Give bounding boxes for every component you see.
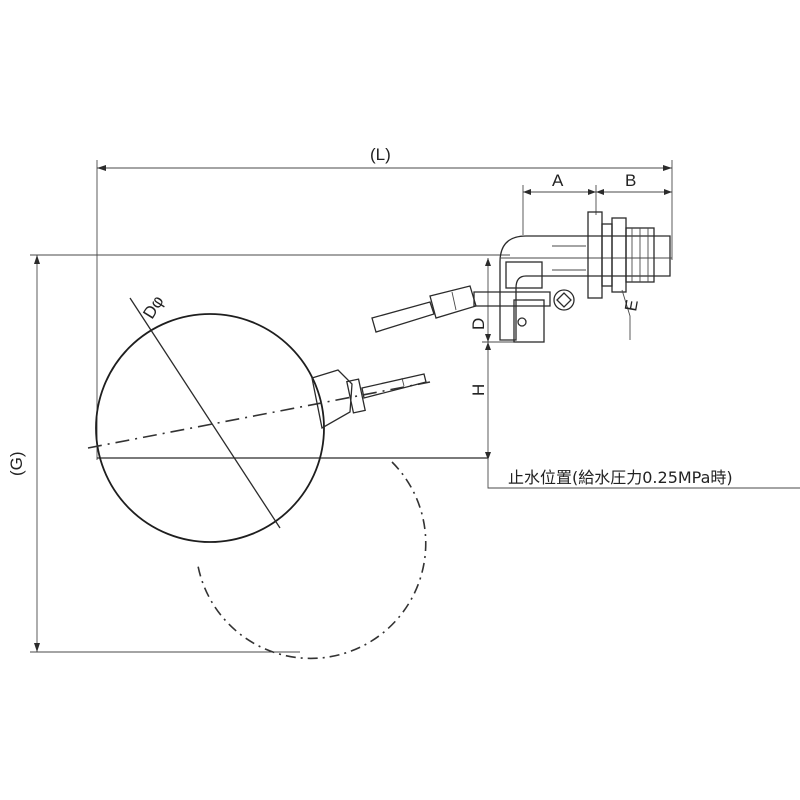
pivot-pin-inner — [556, 292, 572, 308]
pivot-pin-outer — [553, 289, 575, 311]
dimension-e: E — [621, 289, 642, 340]
arrow-head — [588, 189, 596, 195]
arrow-head — [664, 189, 672, 195]
float-ball-lowered-outline — [197, 461, 427, 660]
lever-sleeve-mark — [451, 291, 457, 311]
ball-mount — [311, 369, 427, 430]
shutoff-note: 止水位置(給水圧力0.25MPa時) — [508, 468, 733, 487]
valve-body-outline — [499, 235, 671, 341]
arrow-head — [485, 342, 491, 350]
valve-piston-housing — [513, 299, 545, 343]
label-dim-b: B — [625, 171, 636, 190]
float-ball: Dφ — [87, 292, 431, 543]
dimension-a-b: A B — [522, 171, 672, 235]
arrow-head — [97, 165, 106, 171]
arrow-head — [663, 165, 672, 171]
piston-pin — [517, 317, 527, 327]
label-dim-a: A — [552, 171, 564, 190]
label-dim-d: D — [469, 318, 488, 330]
ball-rod — [361, 373, 427, 399]
arrow-head — [34, 643, 40, 652]
arrow-head — [485, 452, 491, 460]
lever-connector — [473, 291, 551, 307]
label-dim-h: H — [469, 384, 488, 396]
arm-center-line — [87, 381, 431, 449]
arrow-head — [485, 334, 491, 342]
arrow-head — [523, 189, 531, 195]
arrow-head — [34, 255, 40, 264]
ball-mount-cone — [311, 369, 353, 430]
arrow-head — [485, 258, 491, 266]
diameter-line — [129, 297, 281, 529]
lever-sleeve — [429, 285, 477, 319]
arrow-head — [596, 189, 604, 195]
dimension-g: (G) — [7, 254, 510, 653]
shutoff-position: 止水位置(給水圧力0.25MPa時) — [97, 457, 800, 489]
rod-thread-mark — [401, 377, 405, 387]
lever-tip — [371, 301, 435, 333]
valve-locknut — [611, 217, 627, 293]
label-dim-e: E — [621, 298, 642, 312]
ball-mount-nut — [346, 378, 366, 414]
label-length: (L) — [370, 145, 391, 164]
valve-flange — [587, 211, 603, 299]
lever-arm — [371, 285, 551, 333]
note-leader-line — [487, 458, 800, 489]
dimension-l: (L) — [96, 145, 673, 460]
valve-body — [499, 211, 672, 343]
label-overall-height: (G) — [7, 451, 26, 476]
e-leader-line — [621, 289, 631, 340]
float-ball-outline — [95, 313, 325, 543]
valve-nut — [601, 223, 613, 287]
valve-seat-housing — [505, 261, 543, 289]
